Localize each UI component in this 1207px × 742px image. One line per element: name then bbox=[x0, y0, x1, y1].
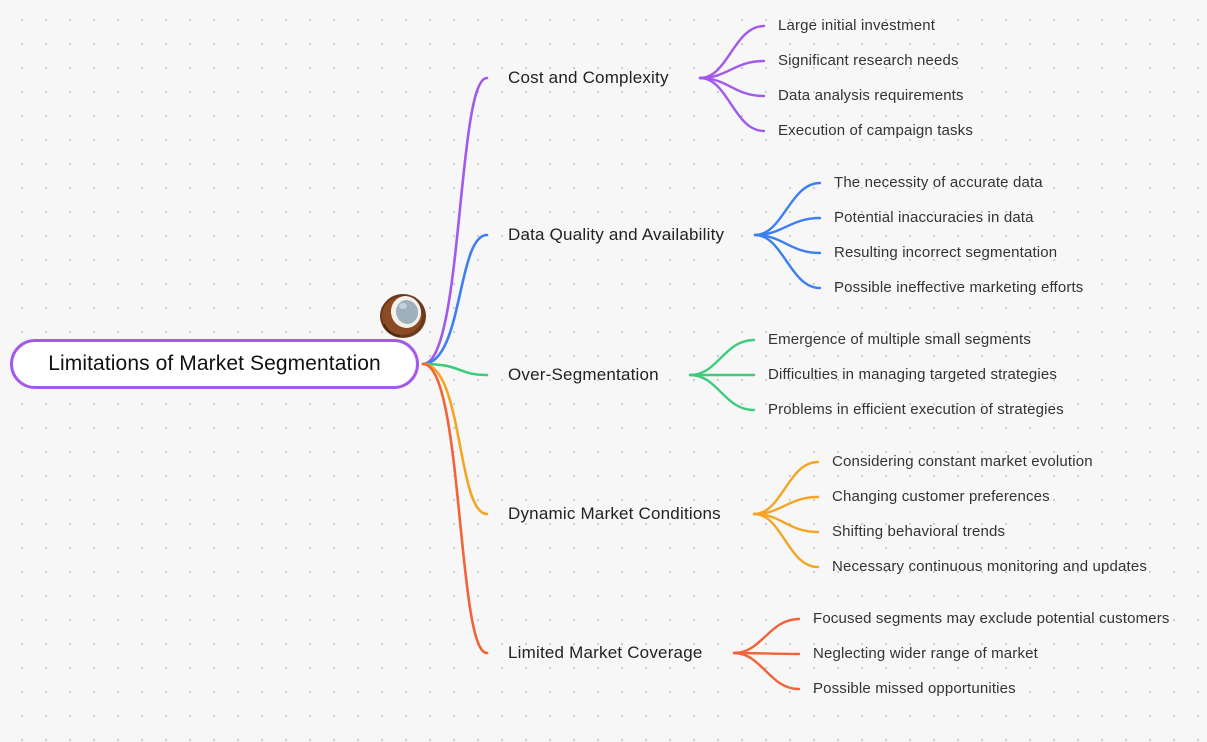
leaf-label[interactable]: Execution of campaign tasks bbox=[778, 122, 973, 139]
leaf-label[interactable]: Difficulties in managing targeted strate… bbox=[768, 366, 1057, 383]
leaf-connector bbox=[753, 233, 822, 290]
coconut-icon bbox=[378, 290, 430, 340]
leaf-label[interactable]: Resulting incorrect segmentation bbox=[834, 244, 1058, 261]
leaf-label[interactable]: Possible ineffective marketing efforts bbox=[834, 279, 1084, 296]
leaf-connector bbox=[732, 617, 801, 655]
branch-label[interactable]: Dynamic Market Conditions bbox=[508, 504, 721, 523]
leaf-label[interactable]: Changing customer preferences bbox=[832, 488, 1050, 505]
root-node[interactable]: Limitations of Market Segmentation bbox=[10, 339, 419, 389]
branch-label[interactable]: Limited Market Coverage bbox=[508, 643, 703, 662]
leaf-label[interactable]: Problems in efficient execution of strat… bbox=[768, 401, 1064, 418]
leaf-label[interactable]: Considering constant market evolution bbox=[832, 453, 1093, 470]
leaf-label[interactable]: Potential inaccuracies in data bbox=[834, 209, 1034, 226]
leaf-label[interactable]: Significant research needs bbox=[778, 52, 959, 69]
leaf-connector bbox=[752, 512, 820, 569]
leaf-connector bbox=[688, 338, 756, 377]
branch-connector bbox=[421, 362, 489, 516]
leaf-label[interactable]: Necessary continuous monitoring and upda… bbox=[832, 558, 1147, 575]
branch-connector bbox=[421, 362, 489, 377]
leaf-label[interactable]: Shifting behavioral trends bbox=[832, 523, 1006, 540]
leaf-label[interactable]: Neglecting wider range of market bbox=[813, 645, 1038, 662]
leaf-label[interactable]: Emergence of multiple small segments bbox=[768, 331, 1032, 348]
leaf-connector bbox=[688, 373, 756, 412]
branch-connector bbox=[421, 362, 489, 655]
leaf-label[interactable]: Focused segments may exclude potential c… bbox=[813, 610, 1170, 627]
leaf-label[interactable]: The necessity of accurate data bbox=[834, 174, 1043, 191]
leaf-connector bbox=[752, 460, 820, 516]
branch-label[interactable]: Data Quality and Availability bbox=[508, 225, 725, 244]
leaf-connector bbox=[698, 24, 766, 80]
leaf-connector bbox=[698, 76, 766, 133]
leaf-label[interactable]: Possible missed opportunities bbox=[813, 680, 1016, 697]
branch-connector bbox=[421, 76, 489, 366]
root-title: Limitations of Market Segmentation bbox=[48, 352, 381, 375]
leaf-label[interactable]: Data analysis requirements bbox=[778, 87, 964, 104]
branch-connector bbox=[421, 233, 489, 366]
leaf-label[interactable]: Large initial investment bbox=[778, 17, 936, 34]
branch-label[interactable]: Over-Segmentation bbox=[508, 365, 659, 384]
leaf-connector bbox=[732, 651, 801, 691]
branch-label[interactable]: Cost and Complexity bbox=[508, 68, 669, 87]
leaf-connector bbox=[753, 181, 822, 237]
